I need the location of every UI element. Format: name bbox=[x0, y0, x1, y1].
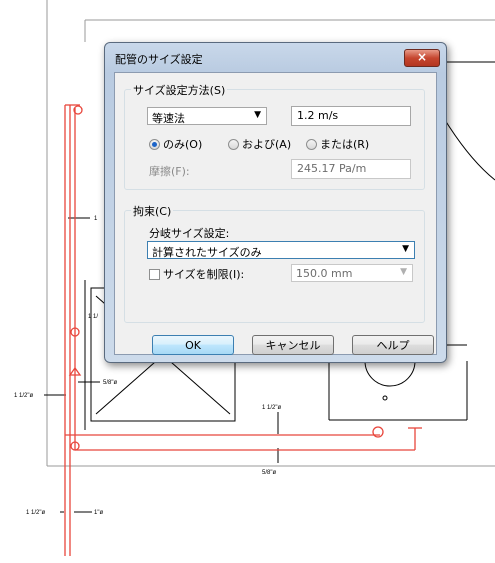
friction-value: 245.17 Pa/m bbox=[297, 162, 367, 175]
radio-selected-icon bbox=[149, 138, 160, 150]
dim-label-1-bottom: 1"ø bbox=[94, 510, 103, 516]
help-button[interactable]: ヘルプ bbox=[352, 335, 434, 355]
dim-label-5-8-left: 5/8"ø bbox=[103, 380, 117, 386]
dim-label-1-1-2-bottom: 1 1/2"ø bbox=[26, 510, 45, 516]
cancel-button[interactable]: キャンセル bbox=[252, 335, 334, 355]
pipe-network bbox=[64, 104, 422, 556]
dialog-client: サイズ設定方法(S) 等速法 ▼ 1.2 m/s のみ(O) および(A) また… bbox=[114, 72, 437, 355]
radio-only[interactable]: のみ(O) bbox=[149, 137, 202, 151]
cancel-label: キャンセル bbox=[265, 339, 321, 352]
limit-size-select[interactable]: 150.0 mm ▼ bbox=[291, 264, 413, 282]
dim-label-1-1-2-right: 1 1/2"ø bbox=[262, 405, 281, 411]
dim-label-5-8-bottom: 5/8"ø bbox=[262, 470, 276, 476]
sizing-method-value: 等速法 bbox=[152, 112, 185, 125]
ok-button[interactable]: OK bbox=[152, 335, 234, 355]
dim-label-1-half: 1 1/ bbox=[88, 314, 98, 320]
close-icon: × bbox=[416, 50, 428, 64]
wall-lines bbox=[46, 0, 495, 467]
constraints-group: 拘束(C) bbox=[124, 203, 425, 323]
velocity-value: 1.2 m/s bbox=[297, 109, 339, 122]
dropdown-arrow-icon: ▼ bbox=[400, 267, 407, 277]
radio-or-label: または(R) bbox=[320, 138, 370, 151]
dropdown-arrow-icon: ▼ bbox=[254, 110, 261, 120]
dropdown-arrow-icon: ▼ bbox=[402, 244, 409, 254]
friction-label: 摩擦(F): bbox=[149, 165, 190, 178]
radio-and-label: および(A) bbox=[242, 138, 292, 151]
dialog-title: 配管のサイズ設定 bbox=[115, 53, 203, 66]
limit-size-label: サイズを制限(I): bbox=[163, 268, 245, 281]
help-label: ヘルプ bbox=[376, 339, 410, 352]
radio-or[interactable]: または(R) bbox=[306, 137, 369, 151]
checkbox-icon bbox=[149, 268, 160, 280]
radio-only-label: のみ(O) bbox=[163, 138, 203, 151]
limit-size-checkbox[interactable]: サイズを制限(I): bbox=[149, 266, 244, 282]
sizing-method-label: サイズ設定方法(S) bbox=[131, 82, 228, 98]
dim-label-1: 1 bbox=[94, 216, 98, 222]
branch-sizing-select[interactable]: 計算されたサイズのみ ▼ bbox=[147, 241, 415, 259]
radio-unselected-icon bbox=[228, 138, 239, 150]
branch-sizing-label: 分岐サイズ設定: bbox=[149, 227, 230, 240]
limit-size-value: 150.0 mm bbox=[296, 267, 353, 280]
radio-and[interactable]: および(A) bbox=[228, 137, 291, 151]
ok-label: OK bbox=[185, 339, 201, 352]
dim-label-1-1-2-left: 1 1/2"ø bbox=[14, 393, 33, 399]
close-button[interactable]: × bbox=[404, 49, 440, 67]
pipe-sizing-dialog: 配管のサイズ設定 × サイズ設定方法(S) 等速法 ▼ 1.2 m/s のみ(O… bbox=[104, 42, 447, 363]
branch-sizing-value: 計算されたサイズのみ bbox=[152, 246, 262, 259]
sizing-method-group: サイズ設定方法(S) bbox=[124, 82, 425, 190]
constraints-label: 拘束(C) bbox=[131, 203, 174, 219]
title-bar[interactable]: 配管のサイズ設定 × bbox=[105, 43, 446, 71]
sizing-method-select[interactable]: 等速法 ▼ bbox=[147, 107, 267, 125]
velocity-input[interactable]: 1.2 m/s bbox=[291, 106, 411, 126]
radio-unselected-icon bbox=[306, 138, 317, 150]
friction-input[interactable]: 245.17 Pa/m bbox=[291, 159, 411, 179]
dimension-lines bbox=[44, 217, 279, 513]
